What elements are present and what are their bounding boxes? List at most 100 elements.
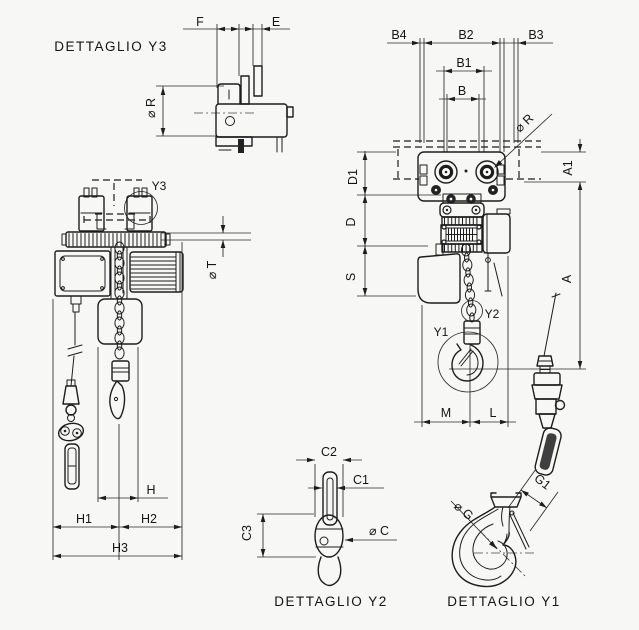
pendant-button xyxy=(60,426,70,436)
trolley-bracket-lip xyxy=(217,83,241,105)
marker-y2: Y2 xyxy=(485,307,500,321)
pendant2-rib xyxy=(538,360,553,370)
dim-label-b1: B1 xyxy=(456,56,471,70)
dimension-arrowhead xyxy=(462,419,470,425)
trolley-wheel xyxy=(475,160,499,184)
dimension-arrowhead xyxy=(494,160,503,168)
chain-link xyxy=(465,267,471,278)
dimension-arrowhead xyxy=(260,549,266,557)
dimension-arrowhead xyxy=(53,553,61,559)
dimension-arrowhead xyxy=(231,26,239,32)
dim-label-m: M xyxy=(441,406,451,420)
suspension-eye xyxy=(442,205,452,215)
trolley-bolt xyxy=(83,187,90,198)
chain-link xyxy=(462,258,473,272)
cover-screw xyxy=(441,224,447,230)
dimension-arrowhead xyxy=(492,40,500,46)
dim-label-d1: D1 xyxy=(346,169,360,185)
swivel-block-lines xyxy=(463,327,481,335)
dimension-arrowhead xyxy=(472,419,480,425)
detail-y2-title: DETTAGLIO Y2 xyxy=(274,594,388,609)
dimension-arrowhead xyxy=(160,87,166,95)
side-view-dimension-lines xyxy=(52,216,251,560)
trolley-bolt xyxy=(141,187,148,198)
dimension-arrowhead xyxy=(471,96,479,102)
plate-bolt xyxy=(496,164,505,175)
dim-label-s: S xyxy=(344,273,358,281)
detail-y1-view xyxy=(450,160,559,588)
chain-link xyxy=(116,250,123,261)
dimension-arrowhead xyxy=(174,553,182,559)
dimension-arrowhead xyxy=(307,457,315,463)
cable-gland-neck xyxy=(72,303,80,313)
cable-gland xyxy=(70,295,82,305)
marker-y1: Y1 xyxy=(434,325,449,339)
chain-link xyxy=(469,312,475,323)
dimension-arrowhead xyxy=(220,240,226,248)
trolley-bracket-body xyxy=(215,103,288,138)
detail-y3-title: DETTAGLIO Y3 xyxy=(54,39,168,54)
chain-link-face-on xyxy=(314,514,344,558)
dim-label-b: B xyxy=(458,84,466,98)
chain-link xyxy=(114,346,125,360)
pendant2-mid-body xyxy=(531,384,563,400)
dim-label-phi-t: ⌀ T xyxy=(205,260,219,279)
pendant-button-dot xyxy=(63,429,67,433)
chain-link xyxy=(464,288,476,302)
hook-side-dot xyxy=(113,396,119,402)
dim-label-h1: H1 xyxy=(76,512,92,526)
dimension-arrowhead xyxy=(217,26,225,32)
hoist-front-view xyxy=(357,38,586,476)
suspension-eye xyxy=(471,205,481,215)
pendant2-taper xyxy=(538,413,556,429)
chain-link xyxy=(116,280,123,291)
dimension-arrowhead xyxy=(412,40,420,46)
dim-label-a1: A1 xyxy=(561,160,575,175)
chain-link xyxy=(116,295,123,306)
pendant-connector xyxy=(62,385,80,405)
bracket-lower-lines xyxy=(218,136,283,153)
dim-label-c2: C2 xyxy=(321,445,337,459)
crossbar-stripes xyxy=(68,233,166,247)
chain-link xyxy=(466,282,473,293)
dimension-arrowhead xyxy=(53,524,61,530)
roller-dot xyxy=(491,188,495,192)
handle-grip xyxy=(539,433,557,470)
chain-bag-side xyxy=(97,298,143,345)
dim-label-b4: B4 xyxy=(391,28,406,42)
suspension-column xyxy=(110,246,128,299)
chain-link xyxy=(116,340,123,351)
handle-outline xyxy=(534,427,562,476)
pendant-swivel-joint xyxy=(67,414,75,422)
trolley-bolt xyxy=(91,187,98,198)
chain-link xyxy=(114,331,125,345)
pendant2-handle xyxy=(534,427,562,476)
latch-pivot xyxy=(509,510,515,516)
motor-cooling-fins xyxy=(130,256,177,290)
bracket-bolt-hole xyxy=(225,116,235,126)
dim-label-d: D xyxy=(344,217,358,226)
bracket-notch xyxy=(286,106,294,118)
dimension-arrowhead xyxy=(260,514,266,522)
eye-dot xyxy=(445,208,449,212)
chain-link-edge-on xyxy=(322,471,338,526)
dim-label-c1: C1 xyxy=(353,473,369,487)
dimension-arrowhead xyxy=(314,485,322,491)
pendant-swivel-joint xyxy=(65,404,77,416)
dim-label-e: E xyxy=(272,15,280,29)
pendant-handle xyxy=(64,443,80,490)
plate-bolt xyxy=(419,164,428,175)
pendant2-upper-body xyxy=(533,372,561,386)
trolley-wheel xyxy=(434,160,458,184)
limit-rod-disc xyxy=(485,257,491,263)
dimension-arrowhead xyxy=(424,40,432,46)
pendant-drop-rod xyxy=(543,292,561,357)
dim-label-a: A xyxy=(560,274,574,283)
panel-screw xyxy=(61,257,65,261)
dim-label-phi-c: ⌀ C xyxy=(369,524,389,538)
cover-screw xyxy=(476,239,482,245)
dimension-arrowhead xyxy=(262,26,270,32)
dimension-arrowhead xyxy=(220,225,226,233)
dimension-arrowhead xyxy=(245,26,253,32)
